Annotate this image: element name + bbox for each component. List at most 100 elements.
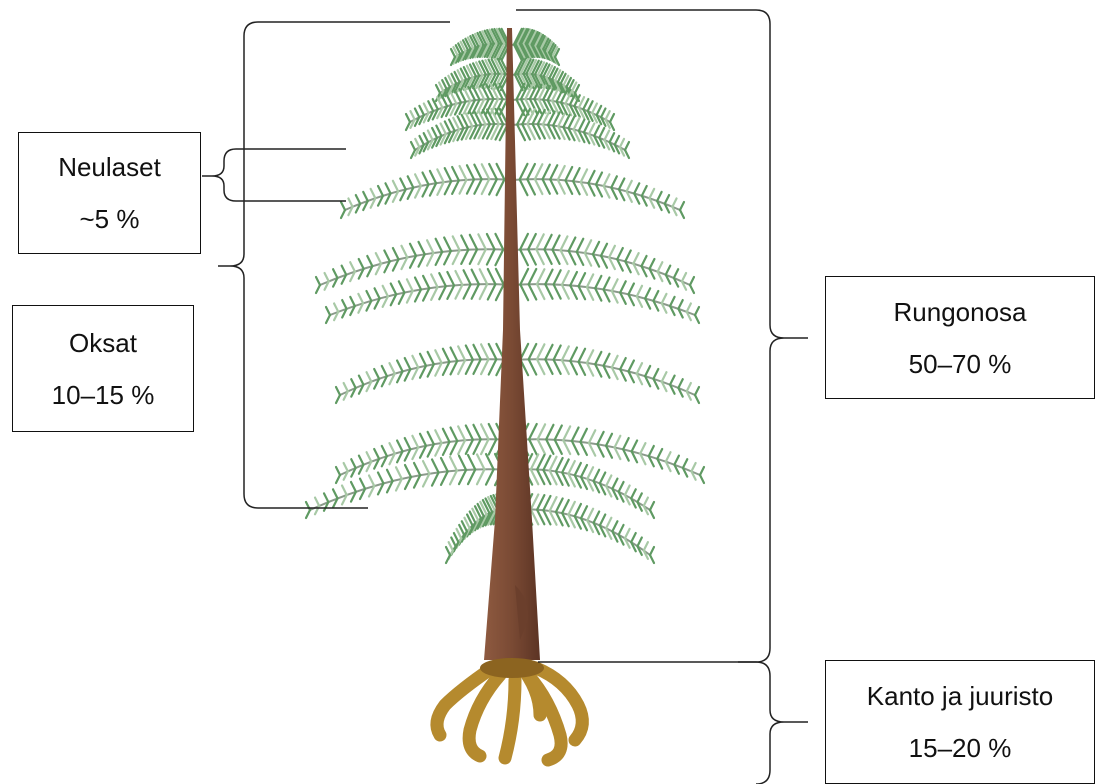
needle — [585, 253, 591, 266]
needle — [642, 186, 647, 196]
needle — [520, 269, 528, 285]
needle — [393, 181, 398, 192]
needle — [481, 344, 488, 359]
needle — [620, 139, 624, 147]
needle — [432, 473, 439, 486]
needle — [436, 239, 443, 252]
needle — [587, 274, 593, 287]
needle — [581, 465, 587, 477]
needle — [601, 244, 607, 256]
needle — [460, 166, 467, 180]
needle — [350, 297, 355, 306]
needle — [695, 315, 699, 323]
needle — [482, 179, 489, 194]
needle — [623, 438, 629, 449]
needle — [389, 363, 394, 374]
needle — [326, 307, 330, 315]
needle — [427, 253, 433, 266]
needle — [633, 253, 638, 264]
needle — [405, 465, 411, 477]
needle — [544, 235, 551, 250]
needle — [488, 284, 496, 299]
needle — [489, 179, 497, 194]
needle — [670, 376, 675, 385]
needle — [359, 376, 364, 385]
needle — [453, 236, 460, 250]
needle — [459, 470, 466, 484]
tree-illustration — [306, 28, 704, 760]
needle — [597, 432, 603, 444]
needle — [351, 482, 356, 492]
needle — [342, 486, 347, 495]
needle — [342, 300, 346, 309]
needle — [562, 285, 569, 299]
needle — [473, 345, 480, 360]
needle — [415, 139, 419, 147]
needle — [401, 246, 407, 258]
needle — [461, 236, 468, 250]
needle — [333, 269, 337, 278]
needle — [537, 359, 544, 374]
needle — [579, 273, 586, 286]
needle — [360, 479, 365, 489]
needle — [631, 489, 636, 498]
needle — [435, 430, 441, 443]
needle — [496, 285, 504, 301]
needle — [441, 123, 446, 134]
needle — [589, 443, 595, 456]
needle — [458, 426, 465, 440]
needle — [467, 179, 474, 193]
needle — [415, 278, 421, 290]
needle — [631, 533, 636, 542]
needle — [473, 359, 480, 374]
needle — [344, 463, 348, 471]
needle — [538, 439, 545, 454]
needle — [482, 164, 489, 179]
needle — [489, 164, 497, 179]
needle — [336, 475, 340, 483]
needle — [369, 475, 374, 486]
needle — [579, 349, 586, 362]
needle — [573, 181, 580, 194]
needle — [325, 273, 329, 281]
rungonosa-share: 50–70 % — [909, 351, 1012, 377]
needle — [374, 369, 379, 379]
needle — [435, 350, 441, 363]
needle — [474, 165, 481, 180]
needle — [601, 108, 605, 117]
needle — [700, 467, 704, 475]
needle — [473, 425, 480, 440]
needle — [650, 547, 654, 555]
needle — [628, 283, 633, 294]
needle — [351, 459, 355, 468]
needle — [423, 276, 429, 288]
needle — [562, 346, 569, 360]
needle — [550, 457, 557, 471]
needle — [683, 459, 687, 468]
needle — [625, 150, 629, 158]
needle — [554, 360, 561, 374]
needle — [619, 482, 624, 492]
needle — [695, 395, 699, 403]
needle — [634, 183, 639, 193]
needle — [537, 269, 544, 284]
needle — [520, 285, 528, 301]
needle — [455, 285, 462, 299]
needle — [625, 529, 630, 538]
needle — [487, 234, 495, 249]
needle — [461, 250, 468, 264]
needle — [650, 555, 654, 563]
needle — [561, 236, 568, 250]
needle — [389, 443, 394, 454]
needle — [619, 525, 624, 535]
needle — [609, 246, 615, 258]
needle — [606, 434, 612, 446]
needle — [324, 493, 328, 502]
needle — [306, 502, 310, 510]
needle — [678, 379, 682, 388]
needle — [650, 502, 654, 510]
needle — [382, 446, 387, 456]
needle — [691, 463, 695, 471]
needle — [581, 506, 587, 518]
needle — [637, 363, 642, 374]
